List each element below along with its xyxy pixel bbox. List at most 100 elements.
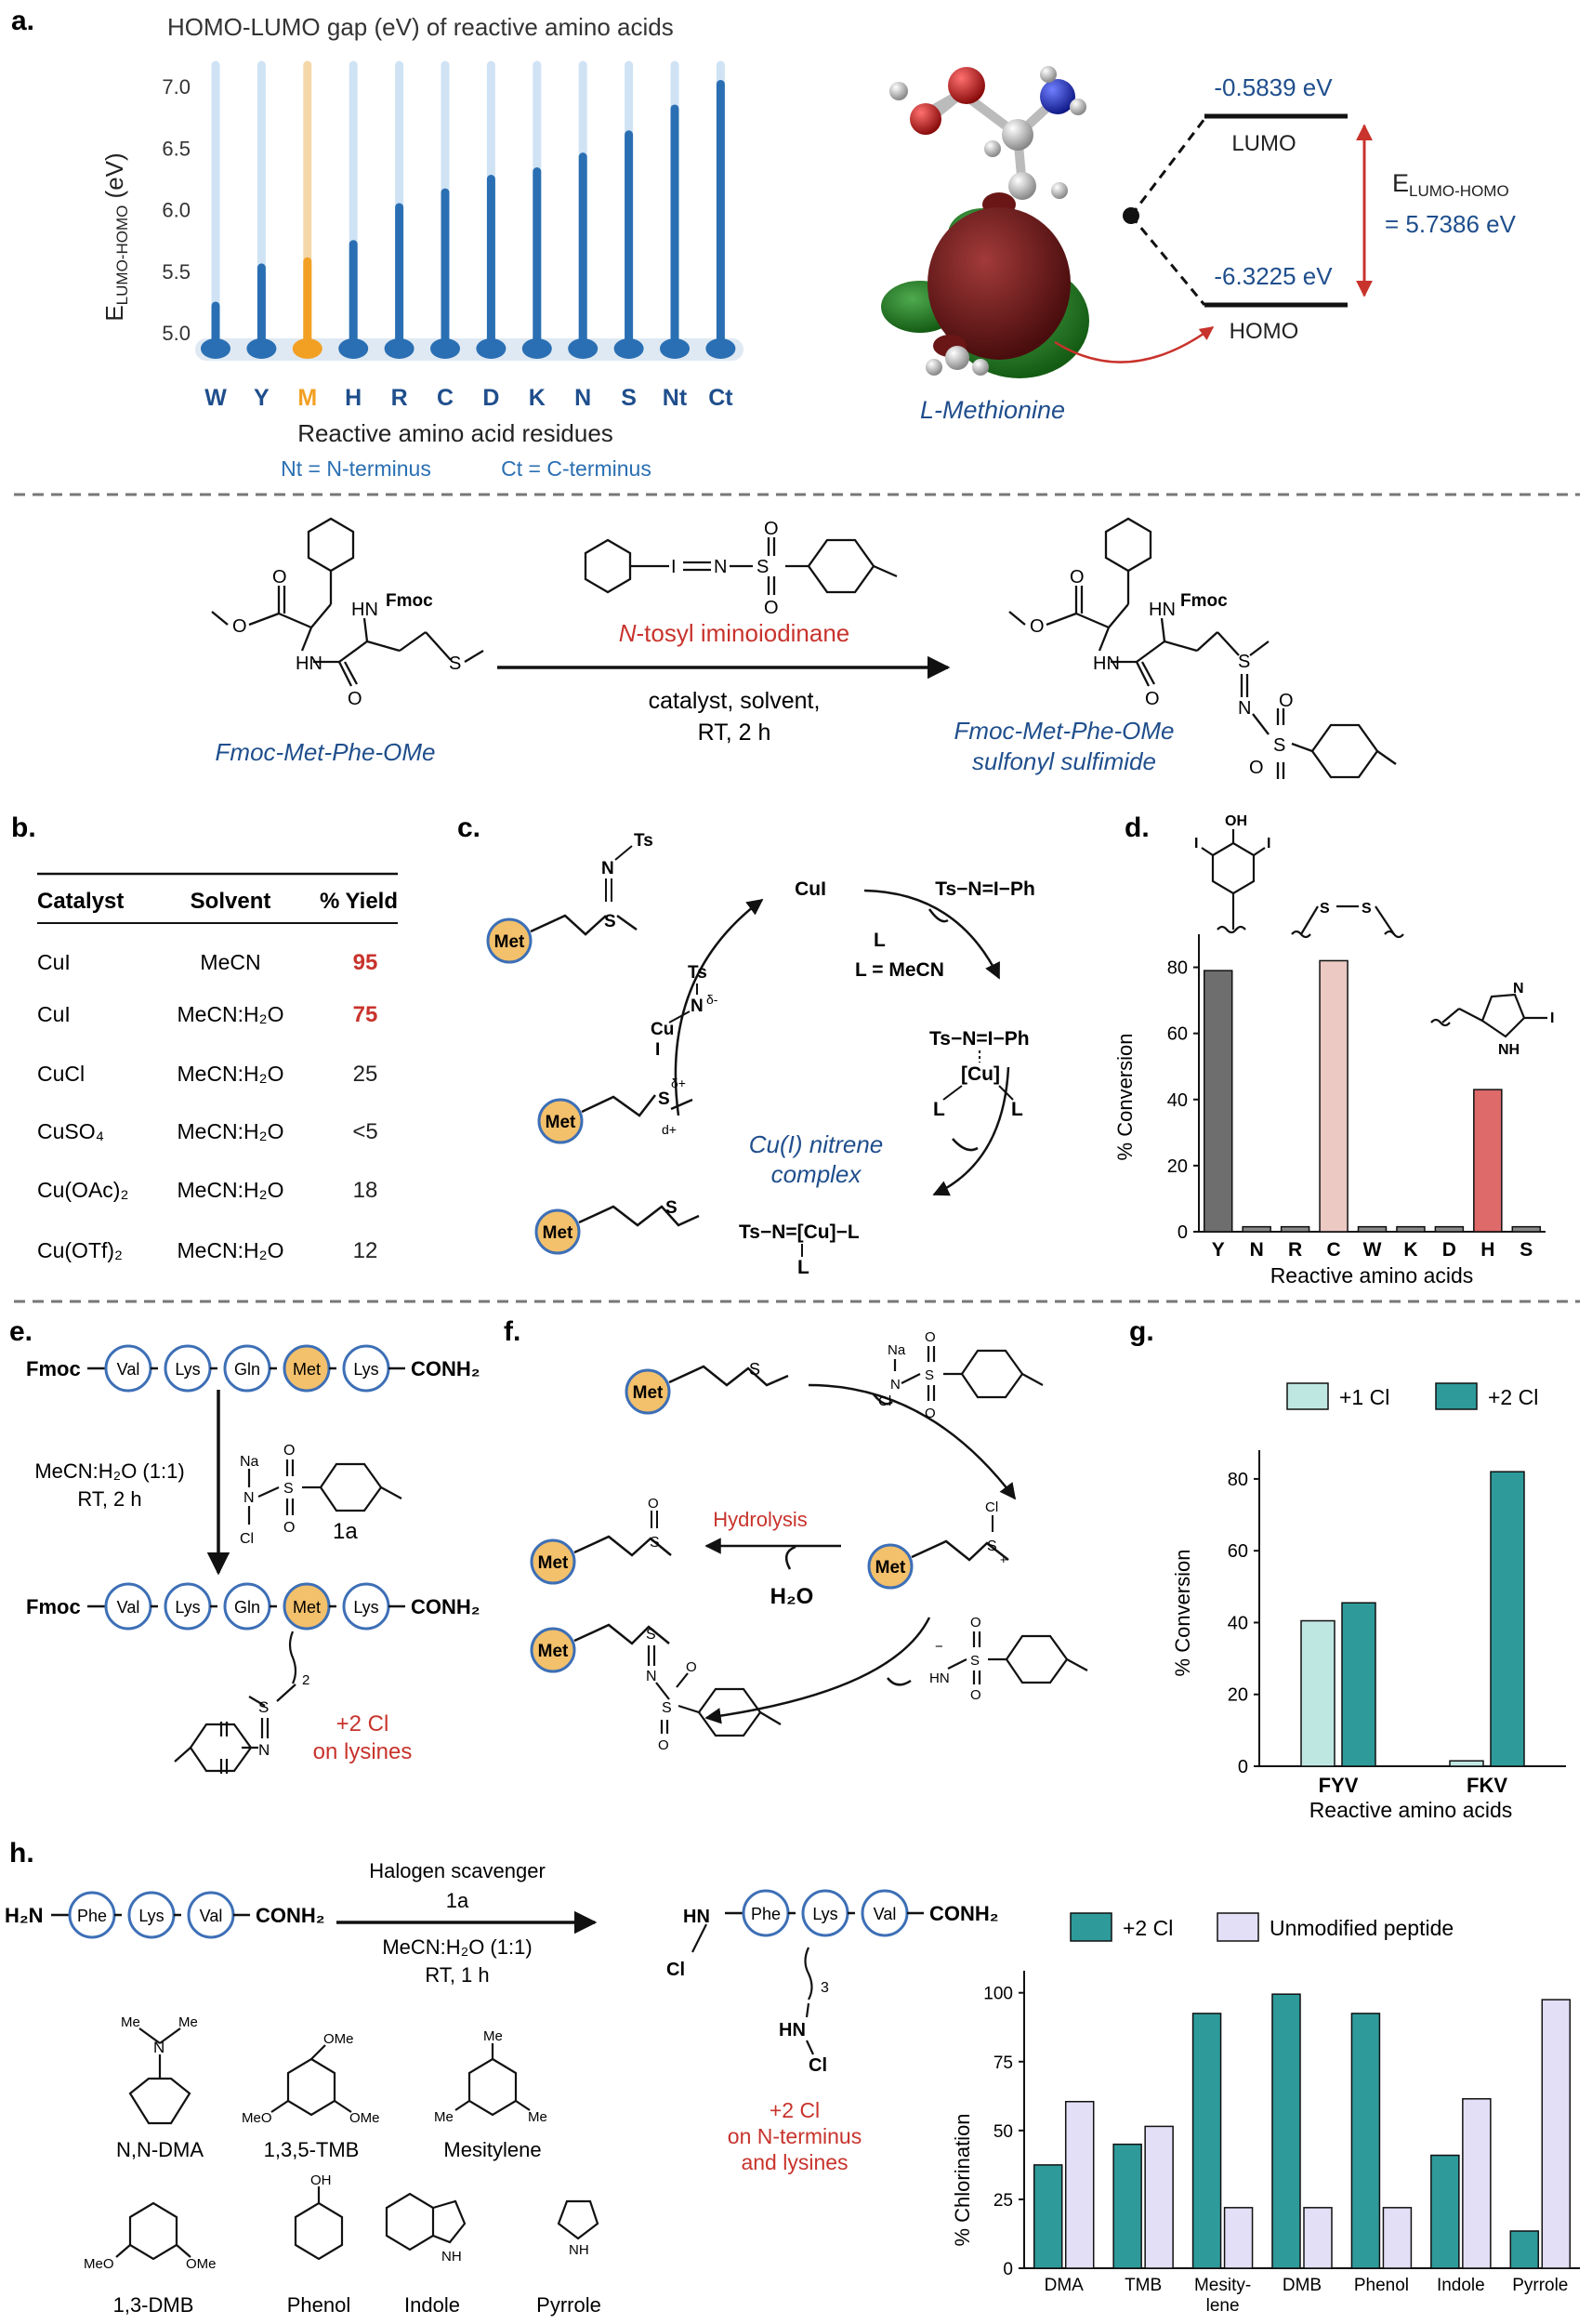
chart-d-ylabel: % Conversion [1113, 1034, 1137, 1161]
table-b-cell-solvent: MeCN:H₂O [178, 1119, 284, 1143]
scavenger-mes-me1: Me [483, 2028, 503, 2044]
lumo-energy: -0.5839 eV [1214, 73, 1333, 101]
chart-a-xtick: N [574, 385, 591, 411]
cycle-c-l-def: L = MeCN [855, 959, 944, 981]
reaction-conditions-2: RT, 2 h [698, 720, 771, 746]
chart-d-bar [1473, 1089, 1503, 1233]
f-o-top: O [925, 1329, 936, 1345]
chart-a-ylabel-unit: (eV) [100, 152, 128, 205]
svg-text:O: O [658, 1737, 669, 1753]
reagent-i: I [671, 557, 677, 577]
svg-text:L: L [933, 1099, 945, 1120]
chart-a-ylabel-main: E [100, 305, 128, 321]
chart-h-bar [1350, 2013, 1381, 2269]
scavenger-pyrrole-nh: NH [569, 2242, 589, 2258]
scavenger-name-indole: Indole [404, 2293, 460, 2317]
scavenger-mes-me2: Me [434, 2109, 454, 2125]
chart-g-ytick: 80 [1228, 1470, 1248, 1490]
h-scavenger-2: 1a [446, 1889, 469, 1912]
panel-label-b: b. [11, 812, 36, 843]
svg-text:S: S [604, 912, 616, 931]
f-o2-top: O [970, 1615, 981, 1631]
chart-d-xtick: S [1520, 1239, 1533, 1261]
table-b-cell-yield: 18 [353, 1178, 378, 1203]
chart-d-nh: NH [1498, 1042, 1520, 1058]
e-na: Na [240, 1454, 259, 1470]
reagent-o-top: O [764, 519, 779, 539]
chart-d-bar [1396, 1225, 1426, 1233]
residue-label: Gln [234, 1360, 260, 1379]
chart-h-xtick: DMA [1045, 2276, 1085, 2295]
table-b-cell-catalyst: CuI [37, 1002, 71, 1026]
f-s2: S [970, 1653, 980, 1669]
chart-h-bar [1033, 2164, 1063, 2269]
f-sulfonamide-anion [947, 1631, 1088, 1684]
chart-h-bar [1509, 2230, 1540, 2269]
chart-d-xlabel: Reactive amino acids [1270, 1263, 1474, 1287]
chart-g-legend-label: +2 Cl [1488, 1385, 1538, 1409]
e-n2: N [258, 1741, 270, 1759]
chart-a-footnote-ct: Ct = C-terminus [501, 456, 651, 481]
table-b-header-yield: % Yield [320, 889, 398, 914]
f-chloramine-reagent [893, 1346, 1044, 1401]
e-conditions-2: RT, 2 h [77, 1487, 141, 1511]
peptide-n-cap: Fmoc [26, 1595, 81, 1618]
chart-d-i-his: I [1550, 1010, 1554, 1026]
molecule-name: L-Methionine [920, 396, 1065, 424]
e-cl: Cl [240, 1531, 254, 1547]
chart-h-legend-swatch [1217, 1912, 1259, 1942]
product-fmoc: Fmoc [1180, 591, 1228, 611]
cycle-c-met-product: Met S N Ts [486, 831, 653, 964]
svg-text:Cl: Cl [985, 1499, 998, 1515]
svg-text:O: O [686, 1659, 697, 1675]
h-annotation-1: +2 Cl [770, 2098, 820, 2122]
chart-a-xtick: K [529, 385, 546, 411]
table-b-cell-solvent: MeCN:H₂O [178, 1178, 284, 1202]
chart-d-ytick: 0 [1178, 1222, 1188, 1243]
chart-a-ytick: 6.5 [162, 137, 191, 160]
chart-h-legend-swatch [1070, 1912, 1112, 1942]
table-b-cell-yield: 75 [353, 1002, 378, 1027]
scavenger-dmb-structure [115, 2201, 191, 2261]
scavenger-tmb-ome3: OMe [349, 2110, 380, 2126]
chart-h-xtick: DMB [1283, 2276, 1322, 2295]
residue-label: Val [117, 1598, 140, 1617]
table-b-cell-yield: 95 [353, 950, 378, 975]
svg-text:O: O [648, 1496, 659, 1512]
chart-d-i-left: I [1194, 836, 1198, 852]
reagent-n: N [714, 557, 727, 577]
scavenger-phenol-oh: OH [310, 2172, 332, 2188]
chart-a-xlabel: Reactive amino acid residues [297, 419, 613, 447]
svg-text:S: S [650, 1535, 660, 1551]
cycle-c-cu-iminoiodinane: Ts−N=I−Ph [Cu] L L [929, 1028, 1030, 1120]
chart-h-ytick: 75 [993, 2053, 1013, 2073]
met-label: Met [543, 1223, 573, 1243]
chart-g-ytick: 40 [1228, 1613, 1248, 1633]
chart-h-bar [1191, 2013, 1222, 2269]
start-hn-amide: HN [296, 654, 322, 674]
residue-label: Lys [353, 1360, 378, 1379]
f-sulfimide: Met S N S O O [530, 1623, 782, 1753]
svg-text:Ts: Ts [634, 831, 653, 851]
scavenger-tmb-ome1: OMe [323, 2031, 354, 2047]
svg-text:[Cu]: [Cu] [961, 1063, 1000, 1085]
f-na: Na [888, 1342, 906, 1358]
chart-a-footnote-nt: Nt = N-terminus [281, 456, 431, 481]
f-chlorosulfonium: Met S + Cl [867, 1499, 1009, 1590]
chart-d-n: N [1513, 981, 1524, 997]
f-sulfoxide: Met S O [530, 1496, 672, 1585]
product-n: N [1238, 698, 1251, 719]
h-annotation-3: and lysines [741, 2150, 848, 2174]
svg-text:Ts−N=I−Ph: Ts−N=I−Ph [929, 1028, 1030, 1050]
e-sub-2: 2 [302, 1672, 309, 1688]
met-label: Met [546, 1113, 576, 1132]
chart-a-xtick: Y [254, 385, 270, 411]
chart-d-histidine-structure [1430, 993, 1547, 1038]
chart-d-bar [1242, 1225, 1271, 1233]
panel-label-d: d. [1125, 812, 1150, 843]
f-o2-bottom: O [970, 1687, 981, 1703]
